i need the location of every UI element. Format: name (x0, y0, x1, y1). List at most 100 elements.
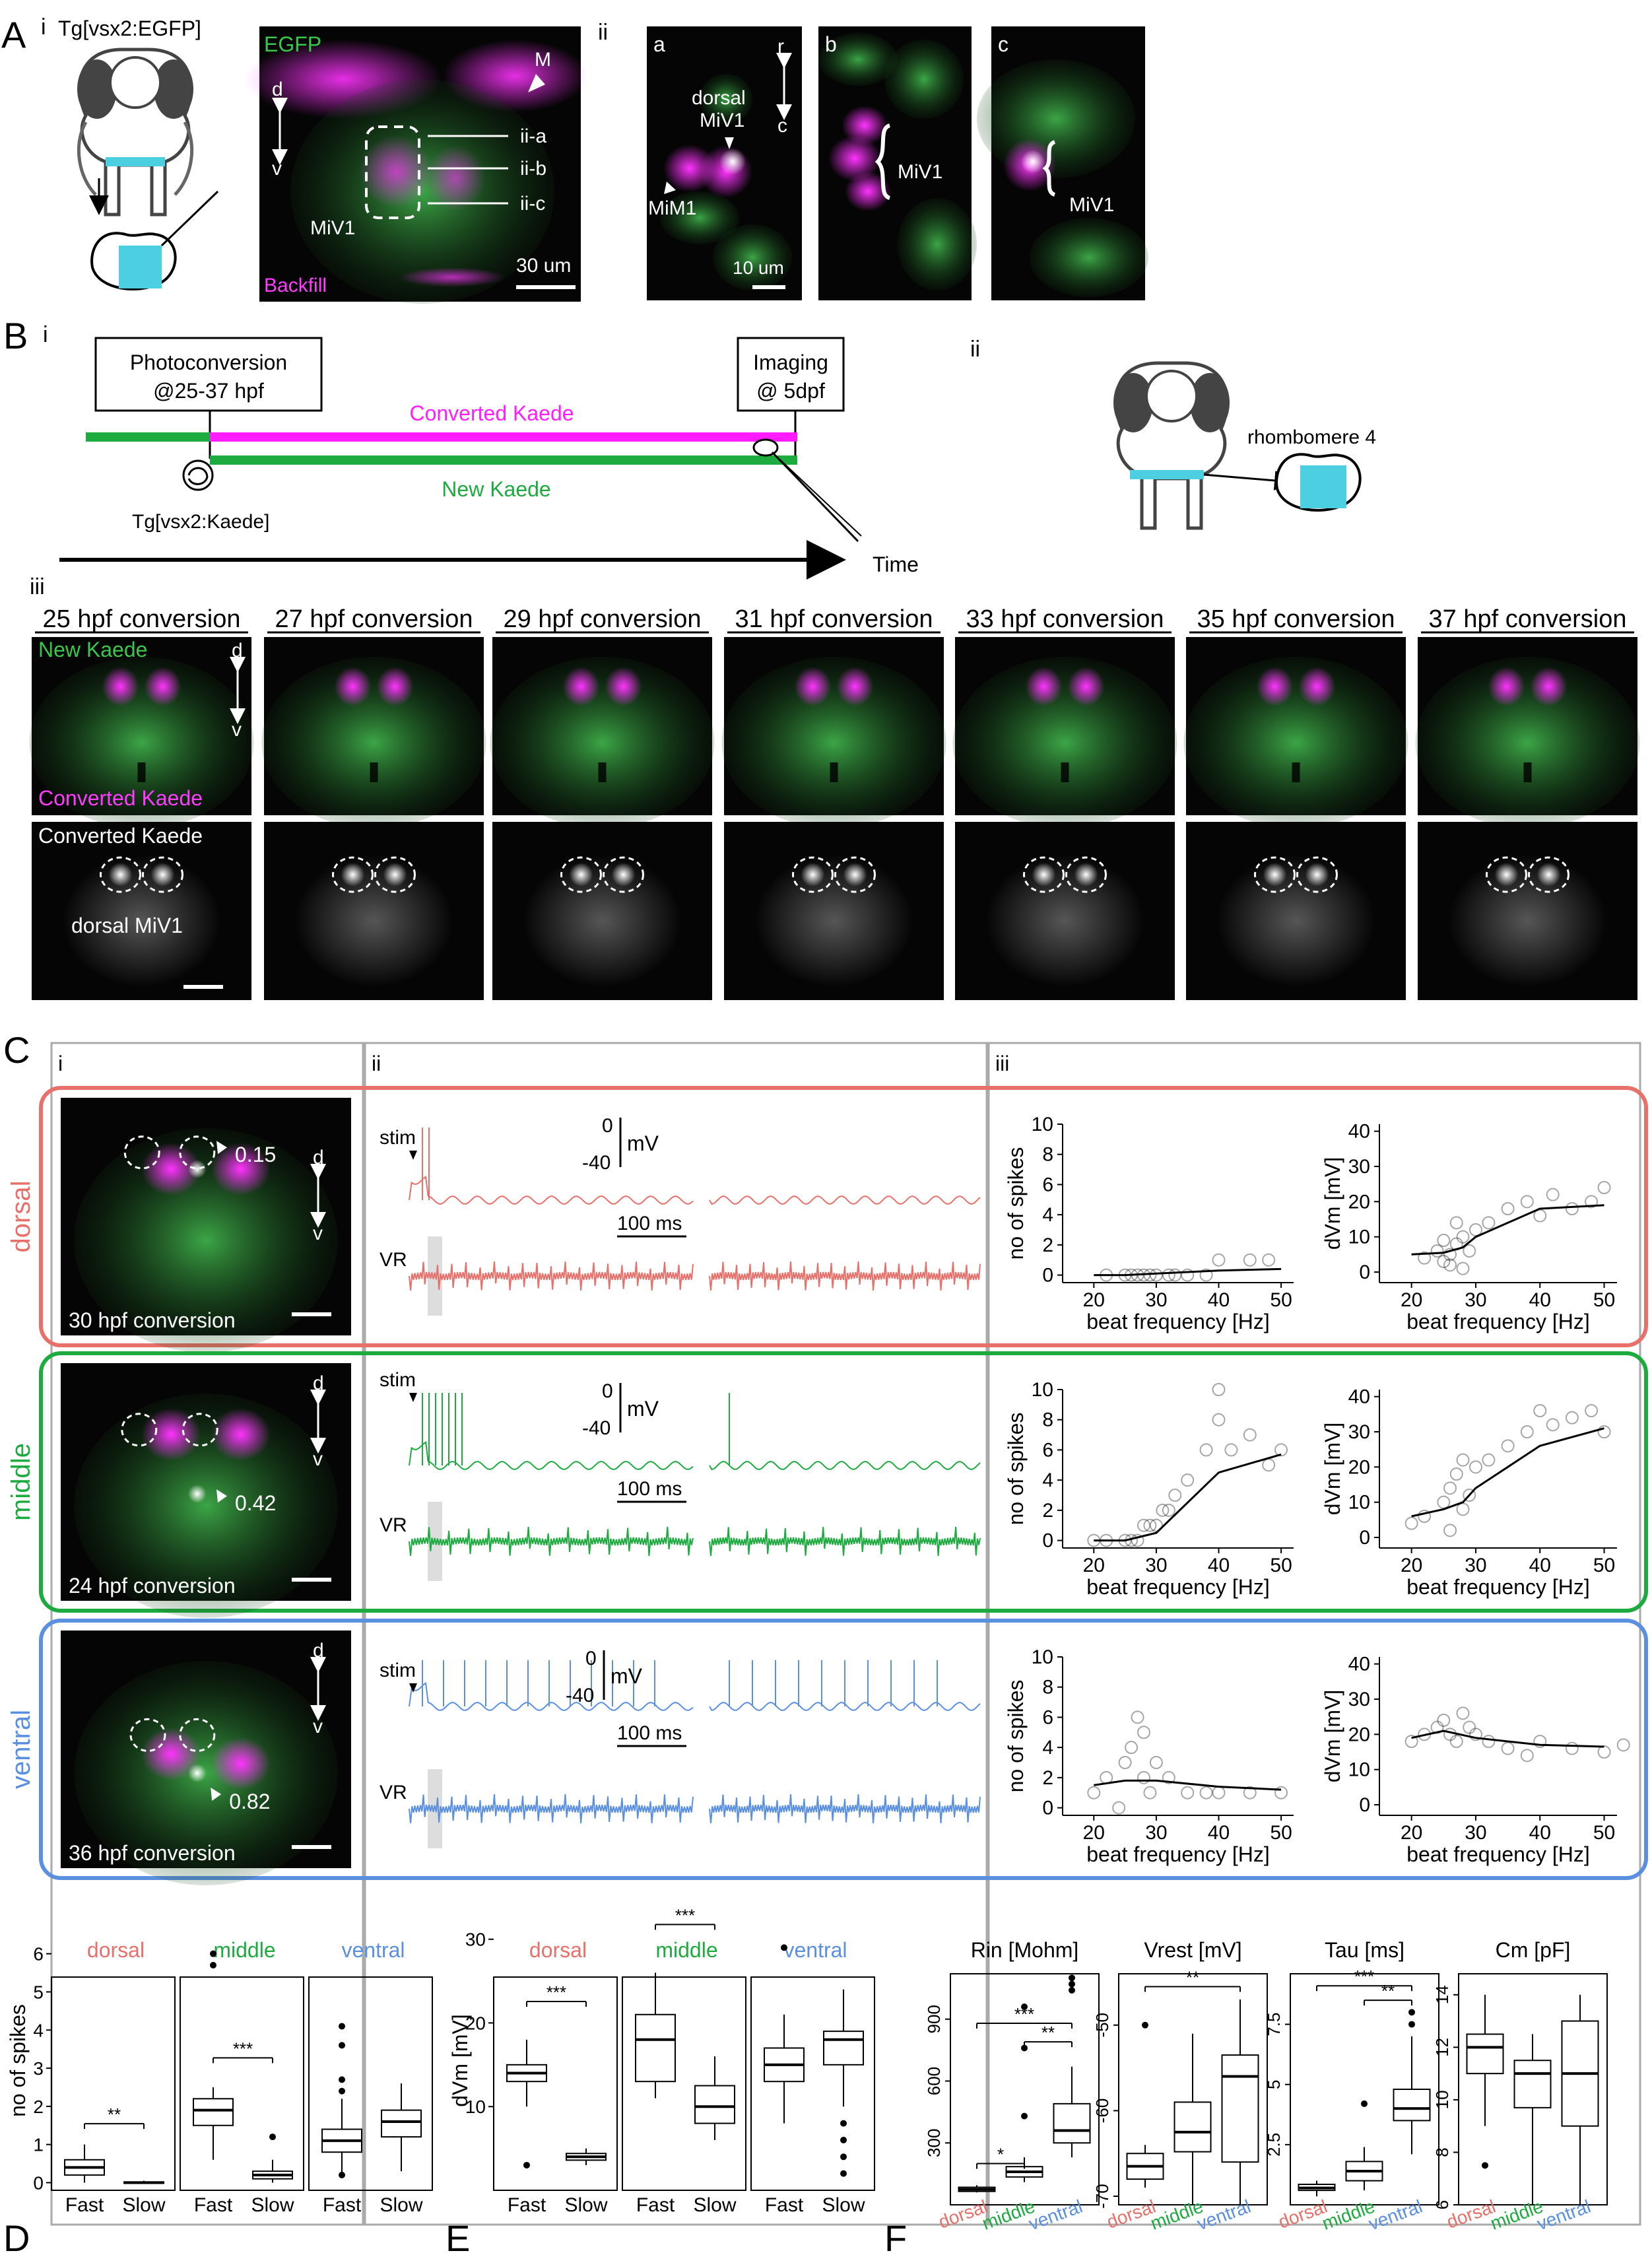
magenta-signal (211, 1143, 271, 1195)
x-axis-label: beat frequency [Hz] (1406, 1842, 1589, 1866)
outlier (1021, 2003, 1028, 2010)
mv-neg-label: -40 (582, 1417, 611, 1439)
data-point (1430, 1244, 1444, 1258)
backfill-label: Backfill (264, 275, 327, 296)
panel-letter: D (3, 2217, 30, 2253)
box (1466, 2033, 1504, 2075)
y-tick-label: 40 (1348, 1386, 1370, 1408)
data-point (1437, 1495, 1451, 1509)
transgene-label: Tg[vsx2:EGFP] (58, 17, 201, 40)
scale-30um: 30 um (516, 255, 571, 277)
category-label: Slow (122, 2194, 165, 2216)
data-point (1482, 1453, 1496, 1467)
green-signal (1183, 657, 1408, 828)
green-signal (952, 657, 1177, 828)
y-tick-label: 30 (1348, 1689, 1370, 1710)
x-tick-label: 40 (1208, 1822, 1230, 1844)
y-tick-label: 8 (1042, 1409, 1053, 1431)
gray-signal (523, 855, 682, 987)
x-axis-label: beat frequency [Hz] (1406, 1575, 1589, 1599)
panel-a: A i Tg[vsx2:EGFP] (1, 14, 1148, 304)
category-label: Slow (251, 2194, 294, 2216)
x-tick-label: 50 (1270, 1289, 1292, 1311)
y-tick-label: 10 (1032, 1114, 1053, 1135)
a-ii-c-image: c MiV1 (977, 26, 1148, 300)
panel-c-ii-label: ii (372, 1052, 381, 1075)
stim-label: stim (380, 1660, 416, 1681)
mv-neg-label: -40 (582, 1152, 611, 1174)
sig-label: ** (1381, 1981, 1395, 2001)
gray-signal (1448, 855, 1607, 987)
egfp-label: EGFP (264, 32, 321, 56)
dashed-circle (179, 1718, 216, 1752)
gray-signal (1216, 855, 1375, 987)
y-tick-label: 6 (1042, 1439, 1053, 1461)
outlier (1021, 2112, 1028, 2120)
x-axis-label: beat frequency [Hz] (1086, 1842, 1269, 1866)
outlier (339, 2042, 345, 2049)
y-axis-label: dVm [mV] (1321, 1423, 1344, 1515)
data-point (1212, 1786, 1226, 1799)
data-point (1501, 1439, 1515, 1453)
data-point (1143, 1786, 1157, 1799)
magenta-signal (102, 667, 139, 706)
box (381, 2109, 422, 2138)
group-frame (493, 1976, 618, 2191)
gray-signal (294, 855, 453, 987)
outlier (339, 2023, 345, 2030)
dashed-circle (100, 856, 141, 893)
box (1393, 2089, 1431, 2122)
y-tick-label: 10 (1348, 1227, 1370, 1248)
y-tick-label: -70 (1092, 2184, 1112, 2209)
magenta-signal (1256, 667, 1294, 706)
v-label: v (313, 1223, 323, 1244)
outlier (339, 2171, 345, 2178)
d-label: d (313, 1640, 324, 1662)
y-tick-label: 0 (1042, 1530, 1053, 1552)
mim1-label: MiM1 (648, 197, 696, 219)
data-point (1456, 1706, 1470, 1720)
x-tick-label: 30 (1145, 1289, 1167, 1311)
ratio-value: 0.42 (235, 1491, 276, 1515)
sig-label: *** (675, 1905, 695, 1925)
group-frame (51, 1976, 176, 2191)
data-point (1463, 1489, 1476, 1502)
sig-label: ** (108, 2104, 121, 2124)
y-tick-label: 6 (1042, 1174, 1053, 1195)
magenta-signal (1488, 667, 1525, 706)
y-tick-label: -50 (1092, 2013, 1112, 2038)
y-tick-label: 30 (1348, 1156, 1370, 1178)
dashed-circle (1023, 856, 1065, 893)
data-point (1131, 1533, 1144, 1547)
row-label: ventral (7, 1710, 36, 1789)
magenta-signal (1025, 667, 1063, 706)
mv-neg-label: -40 (566, 1685, 594, 1706)
sig-label: ** (1041, 2023, 1055, 2042)
imaging-box (737, 337, 845, 412)
a-ii-a-image: a r c dorsal MiV1 MiM1 10 um (647, 26, 802, 300)
mv-unit-label: mV (627, 1397, 659, 1421)
panel-b: B i Photoconversion @25-37 hpf Imaging @… (3, 315, 1640, 1000)
data-point (1418, 1251, 1432, 1265)
midline-dark (1061, 762, 1069, 782)
box (193, 2098, 234, 2126)
cell-white (187, 1764, 207, 1782)
dashed-circle (374, 856, 416, 893)
stim-arrowhead-icon (409, 1393, 417, 1402)
green-signal (721, 657, 946, 828)
sig-label: *** (1354, 1967, 1374, 1986)
y-tick-label: 10 (1348, 1492, 1370, 1514)
y-axis-label: no of spikes (1004, 1680, 1028, 1793)
data-point (1456, 1453, 1470, 1467)
fit-line (1411, 1204, 1604, 1256)
data-point (1243, 1253, 1257, 1267)
midline-dark (1523, 762, 1532, 782)
new-kaede-label: New Kaede (442, 477, 550, 501)
data-point (1143, 1518, 1157, 1532)
data-point (1533, 1404, 1547, 1417)
conversion-title: 37 hpf conversion (1429, 605, 1627, 633)
magenta-signal (211, 1737, 271, 1790)
magenta-signal (334, 667, 372, 706)
